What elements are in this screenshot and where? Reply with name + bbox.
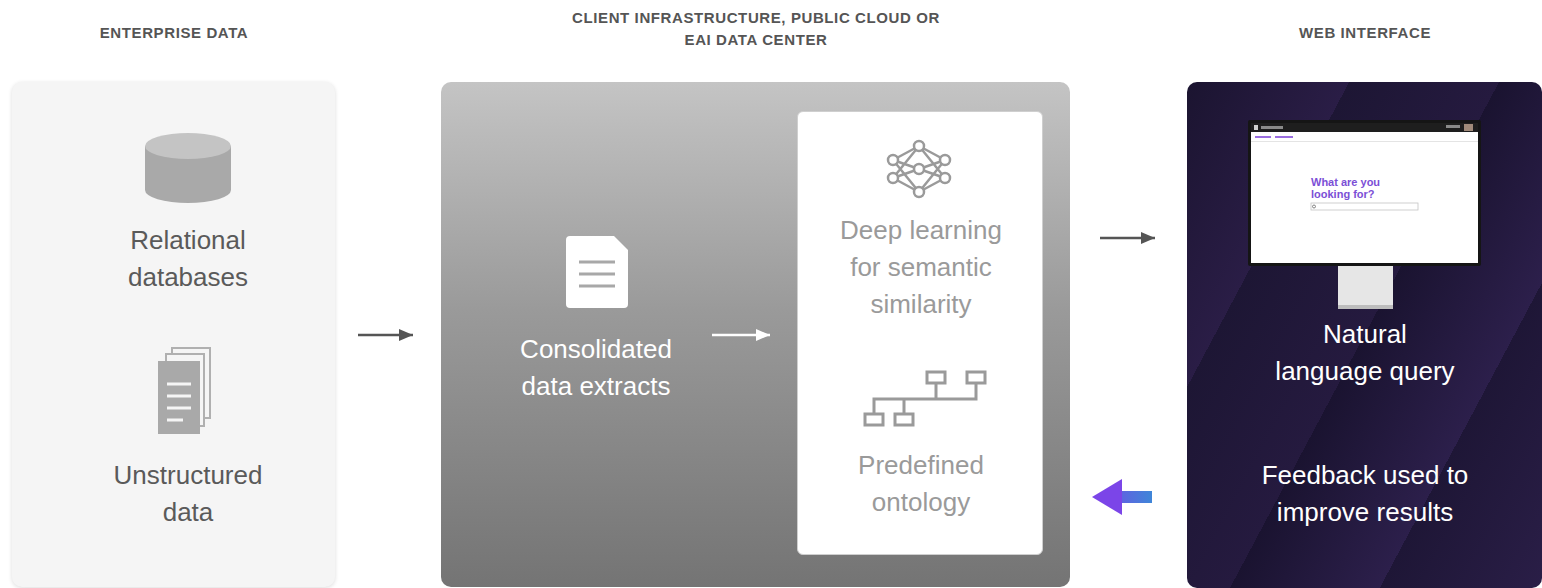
- text-holder: Natural language query: [1270, 316, 1460, 390]
- text-holder: Consolidated data extracts: [501, 331, 691, 405]
- text-holder: Relational databases: [93, 222, 283, 296]
- flow-arrow: [1100, 237, 1155, 240]
- column-heading: CLIENT INFRASTRUCTURE, PUBLIC CLOUD OR E…: [561, 7, 951, 51]
- network-icon: [888, 141, 950, 197]
- text-holder: WEB INTERFACE: [1215, 23, 1515, 43]
- text-holder: Feedback used to improve results: [1258, 457, 1473, 531]
- document-icon: [566, 236, 628, 308]
- text-holder: Unstructured data: [93, 457, 283, 531]
- documents-icon: [158, 348, 210, 434]
- source-panel: ENTERPRISE DATARelational databasesUnstr…: [12, 82, 335, 587]
- column-heading: WEB INTERFACE: [1215, 23, 1515, 43]
- model-box: Deep learning for semantic similarityPre…: [797, 111, 1043, 555]
- text-holder: Predefined ontology: [826, 447, 1016, 521]
- text-holder: ENTERPRISE DATA: [24, 23, 324, 43]
- column-heading: ENTERPRISE DATA: [24, 23, 324, 43]
- source-label: Relational databases: [93, 222, 283, 296]
- text-holder: Deep learning for semantic similarity: [826, 212, 1016, 323]
- infrastructure-panel: Consolidated data extracts Deep learning …: [441, 82, 1070, 587]
- ontology-icon: [865, 372, 985, 425]
- web-interface-panel: WEB INTERFACENatural language queryFeedb…: [1187, 82, 1542, 588]
- text-holder: What are you looking for?: [1311, 176, 1383, 200]
- model-label: Deep learning for semantic similarity: [826, 212, 1016, 323]
- flow-arrow: [1120, 491, 1152, 503]
- extract-label: Consolidated data extracts: [501, 331, 691, 405]
- screen-prompt: What are you looking for?: [1311, 176, 1383, 200]
- interface-label: Natural language query: [1270, 316, 1460, 390]
- database-icon: [145, 133, 231, 203]
- interface-label: Feedback used to improve results: [1258, 457, 1473, 531]
- text-holder: CLIENT INFRASTRUCTURE, PUBLIC CLOUD OR E…: [561, 7, 951, 51]
- flow-arrow: [358, 334, 413, 337]
- data-extract-box: Consolidated data extracts: [496, 220, 696, 411]
- model-label: Predefined ontology: [826, 447, 1016, 521]
- monitor-illustration: [1248, 120, 1481, 309]
- flow-arrow: [712, 334, 770, 337]
- source-label: Unstructured data: [93, 457, 283, 531]
